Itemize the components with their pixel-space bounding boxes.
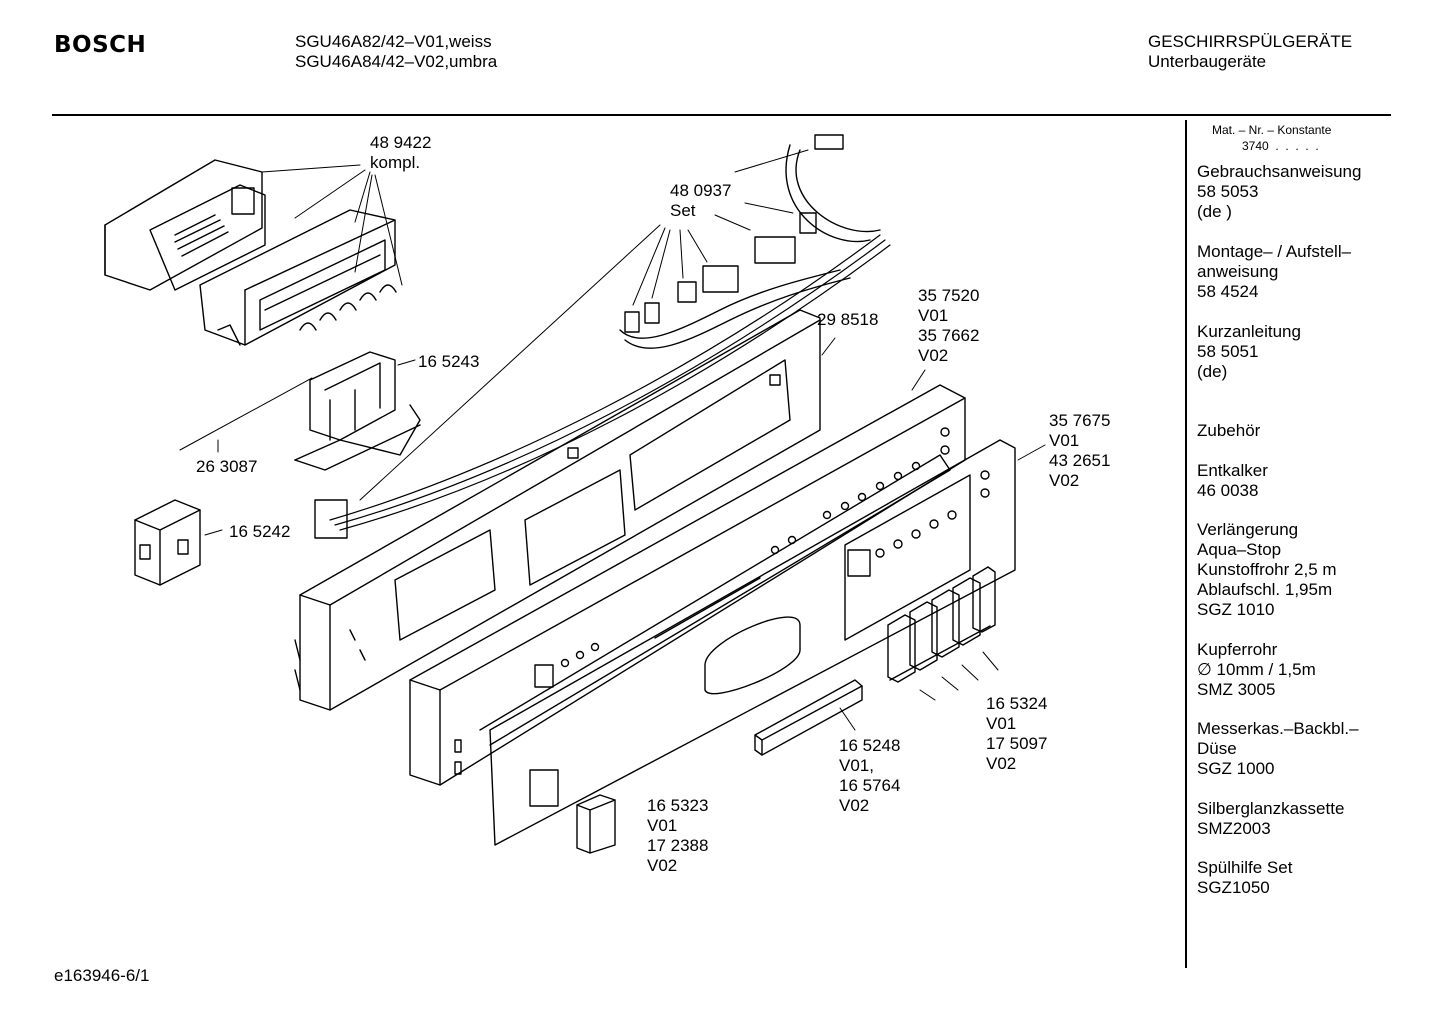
- front-panel-part: [409, 384, 966, 786]
- sidebar-entry-silver-cassette: Silberglanzkassette SMZ2003: [1197, 799, 1345, 838]
- sidebar-entry-quick-guide: Kurzanleitung 58 5051 (de): [1197, 322, 1301, 381]
- sidebar-entry-accessories: Zubehör: [1197, 421, 1261, 440]
- inner-frame-part: [294, 309, 821, 711]
- knob-part: [576, 794, 616, 854]
- callout-16-5243: 16 5243: [418, 352, 480, 371]
- category-subtitle: Unterbaugeräte: [1148, 52, 1267, 71]
- category-title: GESCHIRRSPÜLGERÄTE: [1148, 32, 1353, 51]
- matnr-value: 3740 . . . . .: [1242, 139, 1319, 153]
- switch-part: [134, 499, 201, 586]
- callout-16-5248: 16 5248 V01, 16 5764 V02: [839, 736, 901, 815]
- callout-35-7520: 35 7520 V01 35 7662 V02: [918, 286, 980, 365]
- control-board-part: [104, 159, 397, 346]
- sidebar-entry-manual: Gebrauchsanweisung 58 5053 (de ): [1197, 162, 1362, 221]
- matnr-label: Mat. – Nr. – Konstante: [1212, 123, 1332, 137]
- exploded-view-drawing: [104, 134, 1046, 854]
- callout-48-0937: 48 0937 Set: [670, 181, 732, 220]
- drawing-id: e163946-6/1: [54, 966, 150, 985]
- fascia-part: [489, 439, 1016, 846]
- sidebar-entry-installation: Montage– / Aufstell– anweisung 58 4524: [1197, 242, 1352, 301]
- light-strip-part: [754, 679, 863, 756]
- sidebar-entry-extension: Verlängerung Aqua–Stop Kunstoffrohr 2,5 …: [1197, 520, 1337, 619]
- sidebar-entry-rinse-aid: Spülhilfe Set SGZ1050: [1197, 858, 1293, 897]
- button-set-part: [887, 566, 996, 683]
- callout-16-5324: 16 5324 V01 17 5097 V02: [986, 694, 1048, 773]
- cable-harness-part: [314, 134, 891, 539]
- brand-logo: BOSCH: [54, 32, 147, 58]
- dispenser-bracket-part: [294, 351, 421, 471]
- callout-16-5323: 16 5323 V01 17 2388 V02: [647, 796, 709, 875]
- callout-29-8518: 29 8518: [817, 310, 879, 329]
- sidebar-entry-nozzle: Messerkas.–Backbl.– Düse SGZ 1000: [1197, 719, 1359, 778]
- callout-35-7675: 35 7675 V01 43 2651 V02: [1049, 411, 1111, 490]
- sidebar-divider: [1185, 120, 1187, 968]
- header-rule: [52, 114, 1391, 116]
- model-line-2: SGU46A84/42–V02,umbra: [295, 52, 498, 71]
- sidebar-entry-descaler: Entkalker 46 0038: [1197, 461, 1268, 500]
- callout-48-9422: 48 9422 kompl.: [370, 133, 432, 172]
- model-line-1: SGU46A82/42–V01,weiss: [295, 32, 492, 51]
- sidebar-entry-copper-pipe: Kupferrohr ∅ 10mm / 1,5m SMZ 3005: [1197, 640, 1316, 699]
- callout-26-3087: 26 3087: [196, 457, 258, 476]
- callout-16-5242: 16 5242: [229, 522, 291, 541]
